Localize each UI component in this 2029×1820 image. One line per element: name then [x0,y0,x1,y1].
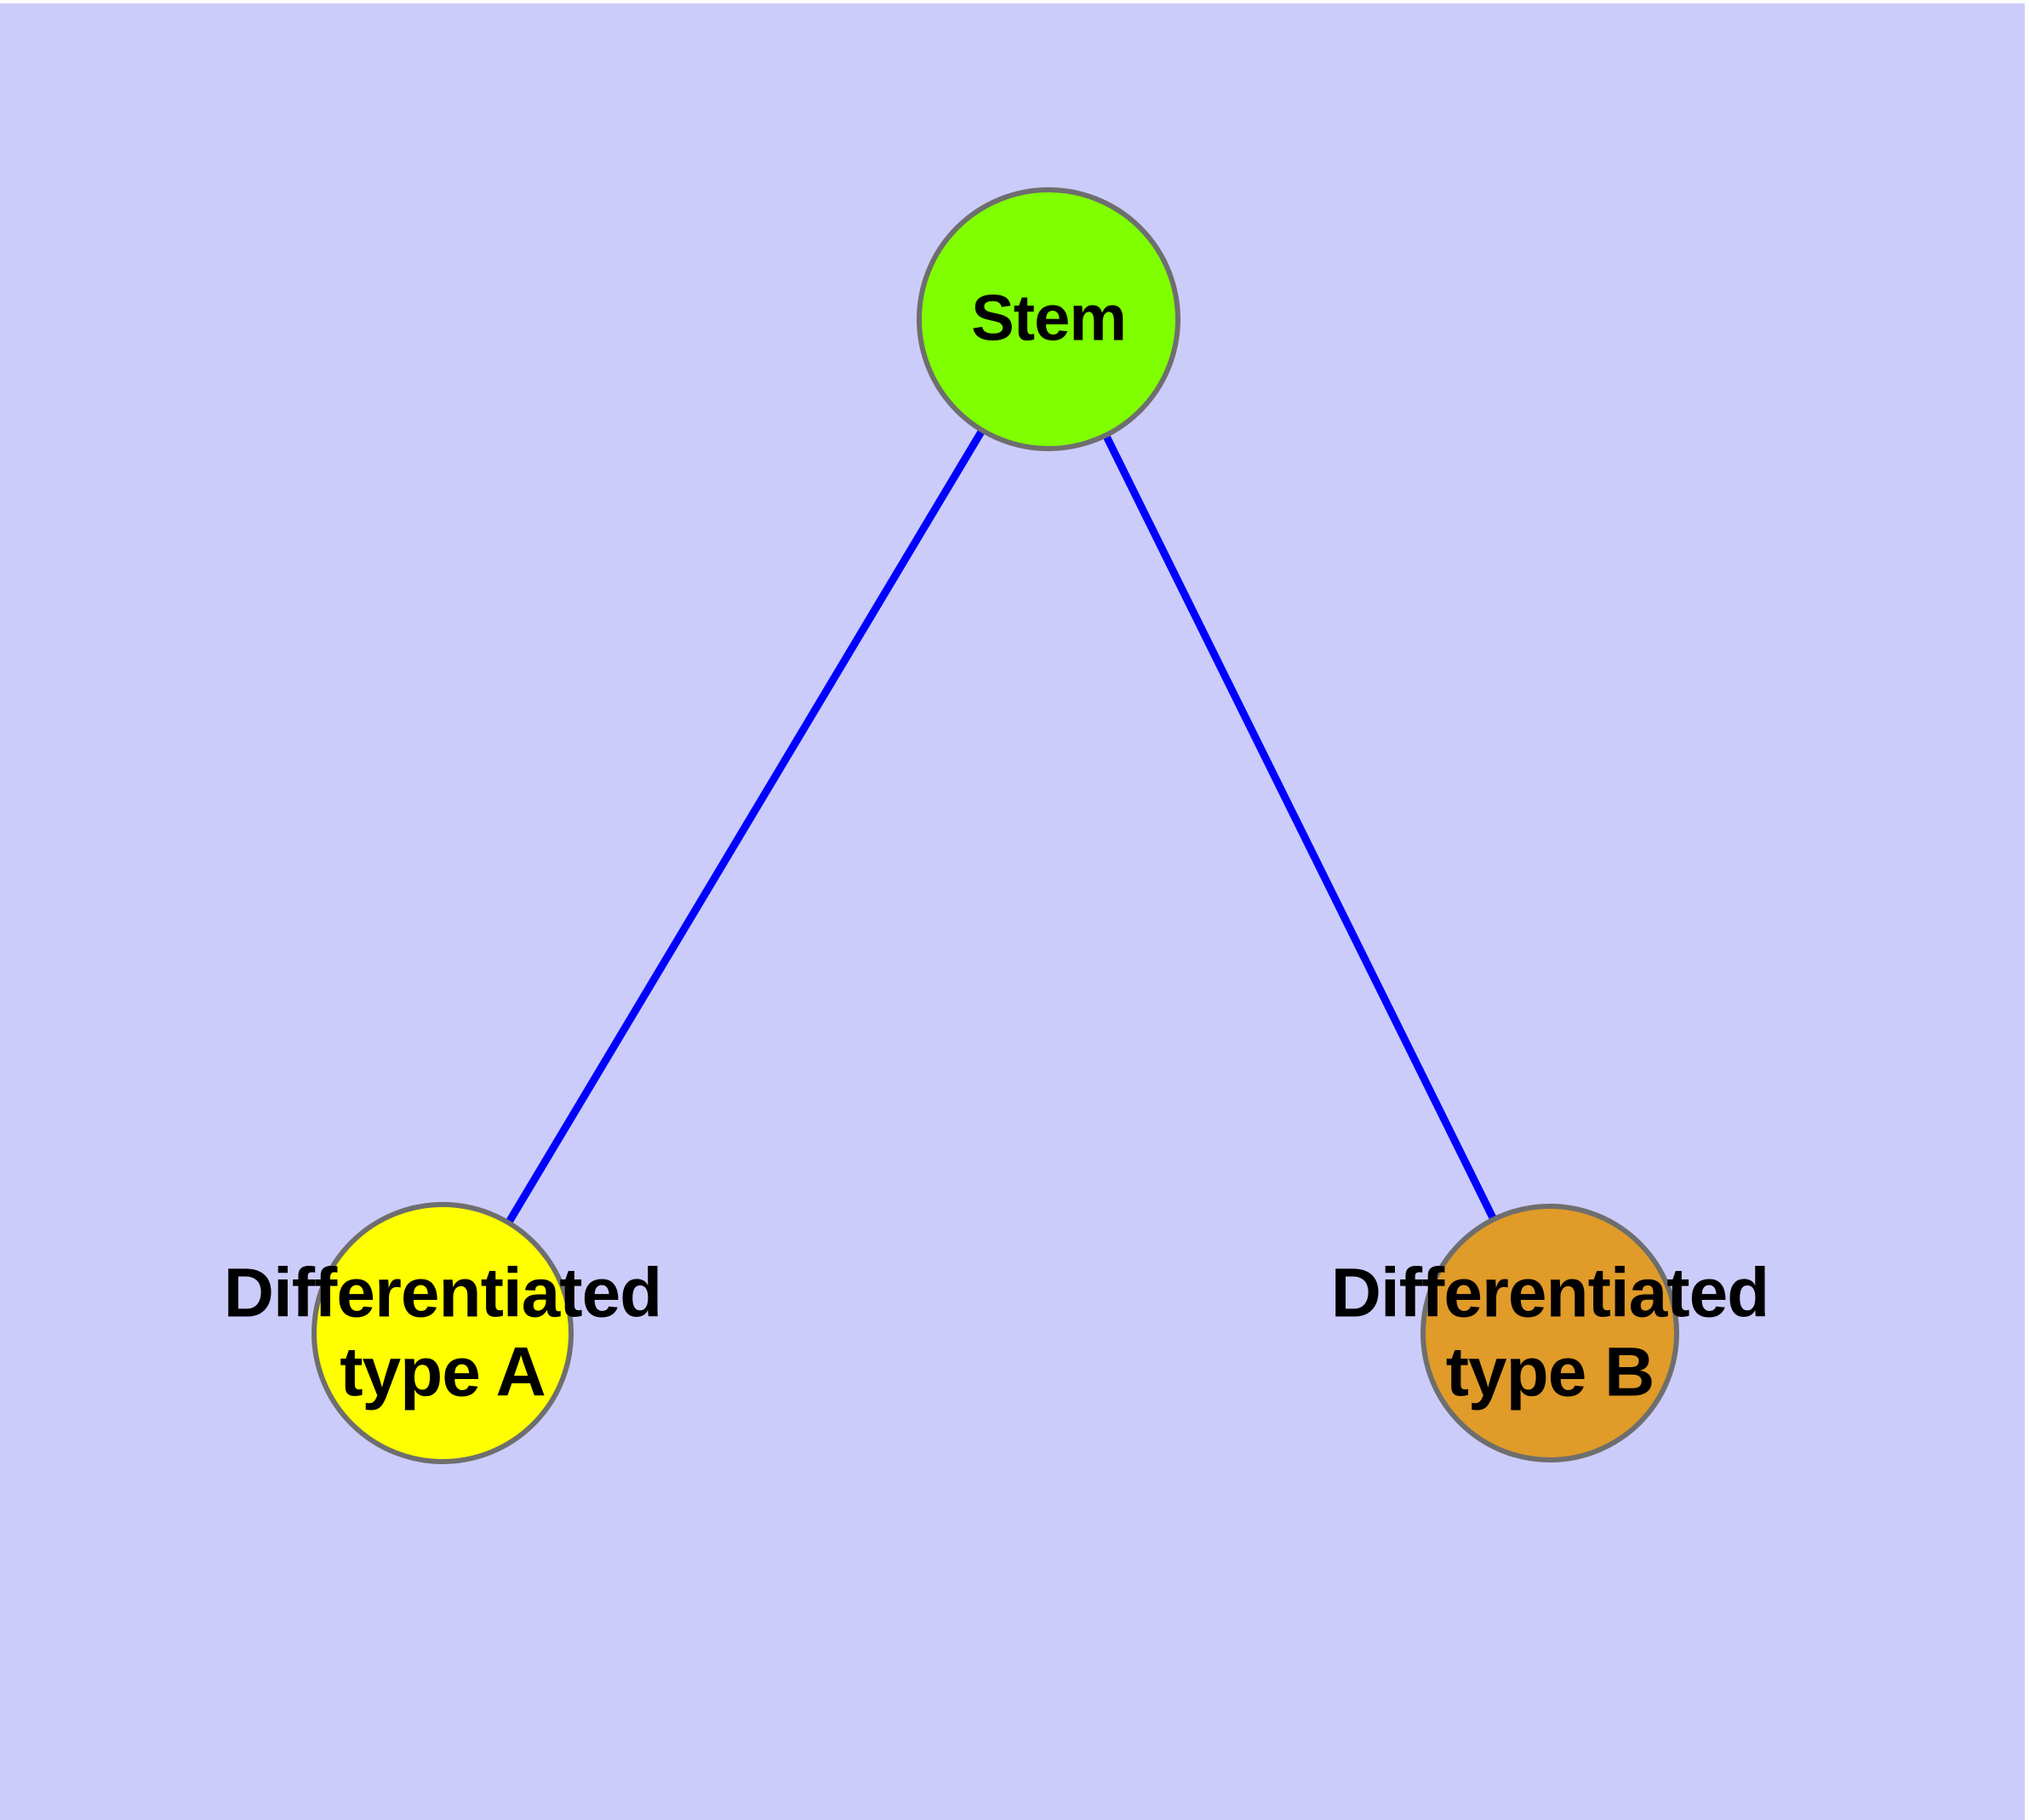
node-stem[interactable] [917,187,1180,451]
nodes-layer [311,187,1679,1464]
edge-stem-to-differentiated-type-a[interactable] [502,424,988,1229]
node-differentiated-type-b[interactable] [1420,1204,1679,1462]
edge-stem-to-differentiated-type-b[interactable] [1100,428,1500,1226]
node-differentiated-type-a[interactable] [311,1202,574,1464]
edges-layer [502,424,1500,1229]
